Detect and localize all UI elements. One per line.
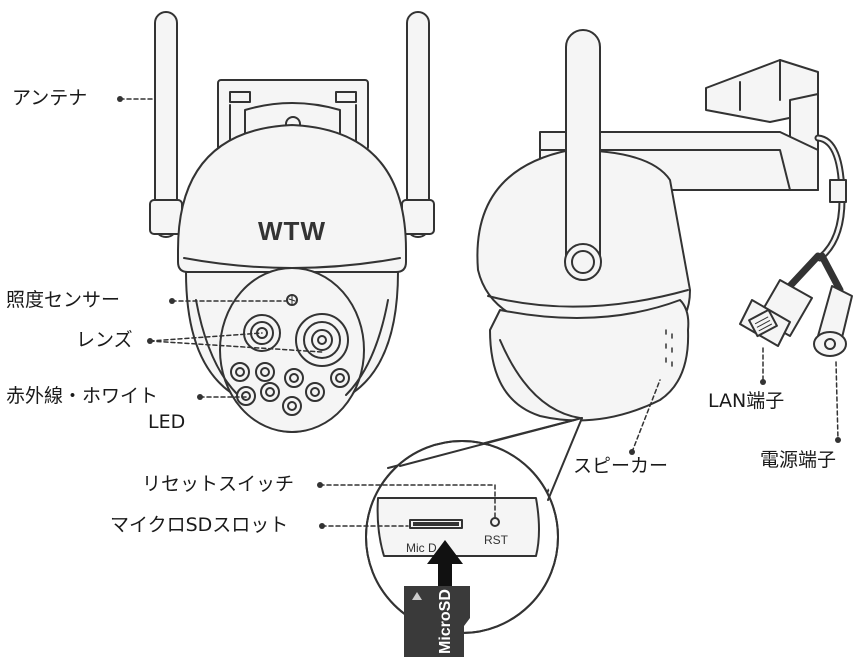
label-power-port: 電源端子 bbox=[760, 449, 837, 471]
microsd-card bbox=[404, 586, 470, 657]
antenna-hinge-left bbox=[149, 199, 183, 235]
brand-logo: WTW bbox=[258, 216, 326, 246]
card-label: MicroSD bbox=[437, 589, 454, 654]
leader-lens bbox=[149, 332, 323, 353]
label-speaker: スピーカー bbox=[573, 455, 669, 477]
right-antenna bbox=[406, 11, 430, 238]
slot-caption: Mic D bbox=[406, 541, 437, 555]
label-light-sensor: 照度センサー bbox=[6, 289, 121, 311]
leader-lines bbox=[119, 98, 839, 527]
lan-connector bbox=[739, 279, 813, 347]
insert-arrow-icon bbox=[427, 540, 463, 586]
antenna-hinge-right bbox=[401, 199, 435, 235]
power-connector bbox=[813, 285, 853, 357]
leader-reset bbox=[319, 484, 496, 519]
label-antenna: アンテナ bbox=[12, 87, 88, 109]
side-antenna bbox=[565, 29, 601, 281]
speaker-grille bbox=[665, 329, 673, 367]
left-antenna bbox=[154, 11, 178, 238]
leader-speaker bbox=[631, 379, 661, 453]
rst-caption: RST bbox=[484, 533, 509, 547]
label-lens: レンズ bbox=[76, 329, 133, 351]
leader-dots bbox=[117, 96, 841, 529]
main-lens-icon bbox=[295, 313, 349, 367]
label-lan-port: LAN端子 bbox=[708, 390, 785, 412]
front-upper-housing bbox=[177, 124, 407, 273]
side-camera bbox=[476, 29, 853, 422]
leader-power bbox=[835, 361, 839, 441]
label-microsd-slot: マイクロSDスロット bbox=[110, 514, 289, 536]
reset-button-icon[interactable] bbox=[490, 517, 500, 527]
label-reset-switch: リセットスイッチ bbox=[142, 473, 295, 495]
label-led: LED bbox=[148, 411, 186, 433]
led-array bbox=[230, 362, 350, 416]
label-ir-white-led: 赤外線・ホワイト bbox=[6, 385, 159, 407]
front-camera bbox=[149, 11, 435, 433]
